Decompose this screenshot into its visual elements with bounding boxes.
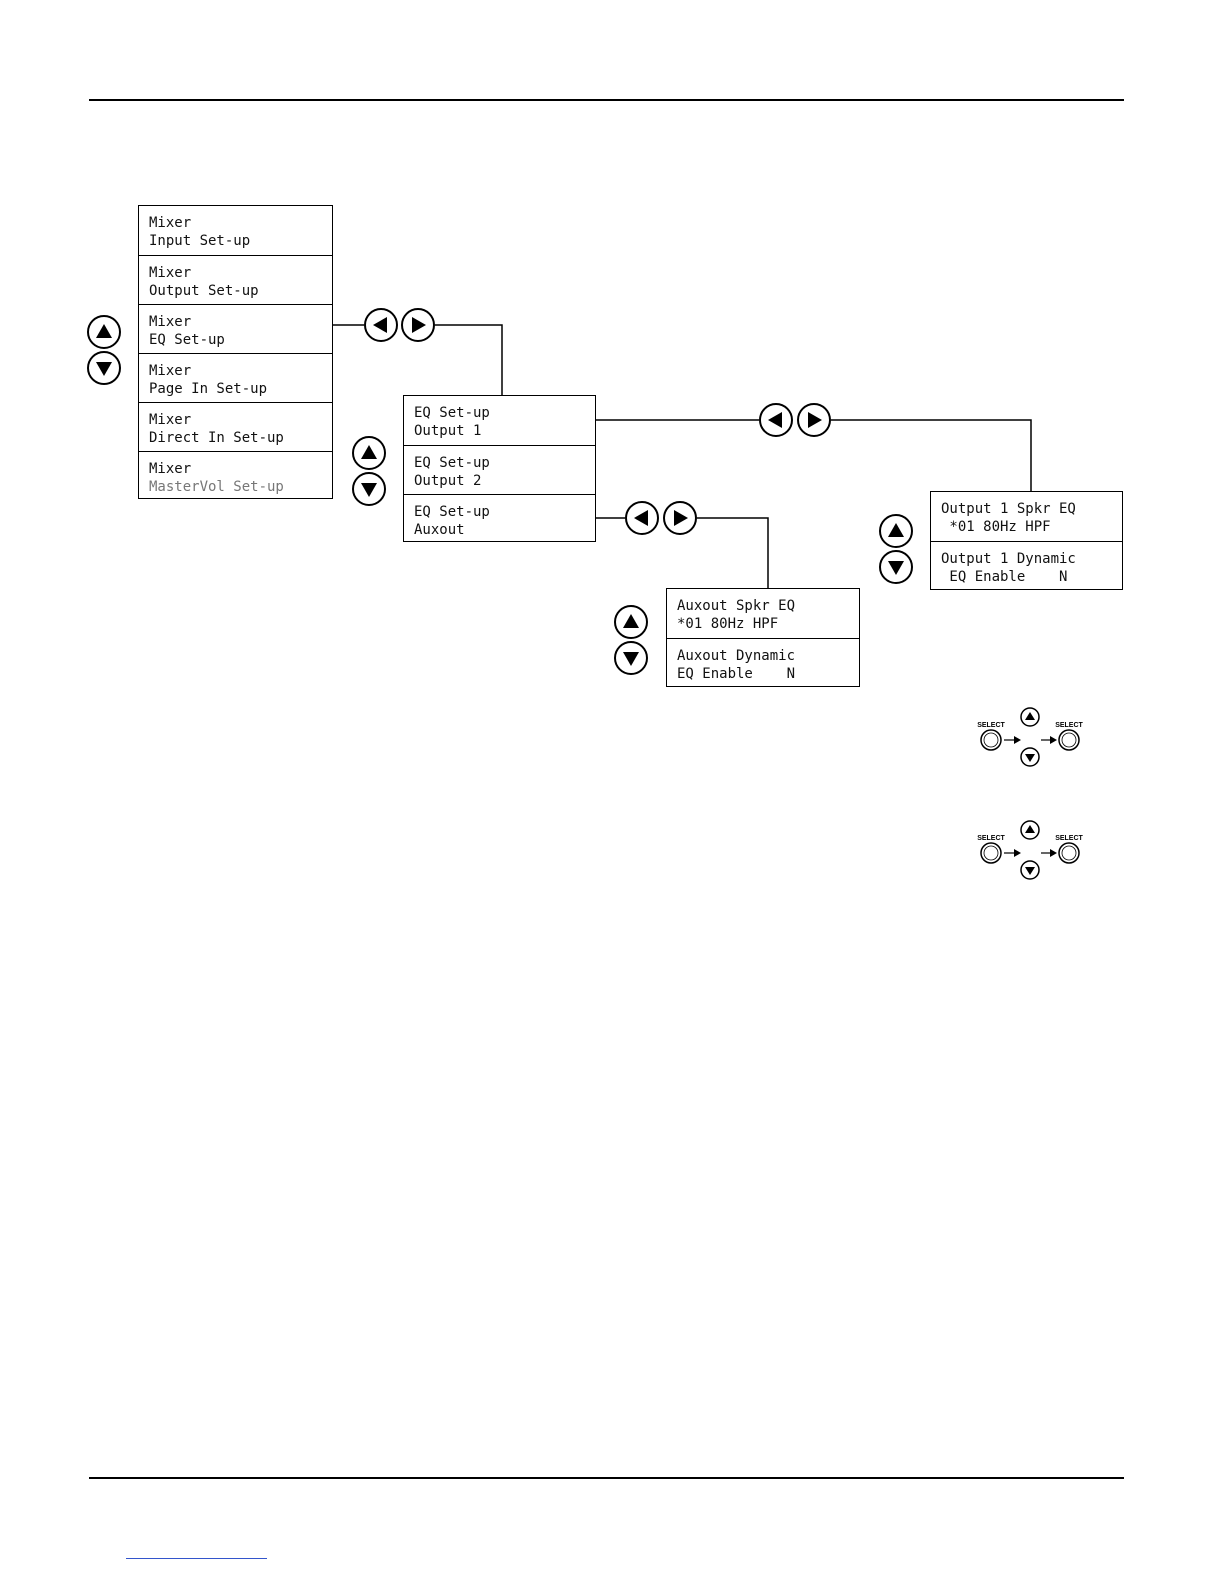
menu-line-1: EQ Set-up — [414, 455, 490, 471]
auxout-item-dynamic[interactable]: Auxout Dynamic EQ Enable N — [667, 638, 859, 687]
right-arrow-button-icon[interactable] — [663, 501, 697, 535]
footer-link-underline[interactable] — [126, 1558, 267, 1559]
up-arrow-button-icon[interactable] — [352, 436, 386, 470]
menu-line-2: Input Set-up — [149, 233, 251, 249]
menu-line-1: Auxout Spkr EQ — [677, 598, 796, 614]
auxout-item-spkr-eq[interactable]: Auxout Spkr EQ *01 80Hz HPF — [667, 589, 859, 638]
down-arrow-button-icon[interactable] — [879, 550, 913, 584]
menu-line-2: EQ Set-up — [149, 332, 225, 348]
select-button-icon[interactable] — [980, 842, 1002, 864]
menu-line-2: EQ Enable N — [677, 666, 796, 682]
menu-line-1: Mixer — [149, 461, 192, 477]
down-arrow-button-icon[interactable] — [1020, 747, 1040, 767]
select-button-icon[interactable] — [1058, 842, 1080, 864]
up-arrow-button-icon[interactable] — [879, 514, 913, 548]
menu-line-2: Output 2 — [414, 473, 482, 489]
mixer-item-eq-setup[interactable]: Mixer EQ Set-up — [139, 304, 332, 353]
left-arrow-button-icon[interactable] — [364, 308, 398, 342]
menu-line-1: Output 1 Spkr EQ — [941, 501, 1076, 517]
menu-line-2: Output Set-up — [149, 283, 259, 299]
output1-eq-menu: Output 1 Spkr EQ *01 80Hz HPF Output 1 D… — [930, 491, 1123, 590]
connector-mixer-to-eq-2 — [435, 324, 503, 395]
menu-line-2: MasterVol Set-up — [149, 479, 284, 495]
menu-line-2: Output 1 — [414, 423, 482, 439]
down-arrow-button-icon[interactable] — [614, 641, 648, 675]
auxout-eq-menu: Auxout Spkr EQ *01 80Hz HPF Auxout Dynam… — [666, 588, 860, 687]
menu-line-2: EQ Enable N — [941, 569, 1068, 585]
header-rule — [89, 99, 1124, 101]
connector-eq-to-output1-2 — [831, 419, 1032, 491]
output1-item-spkr-eq[interactable]: Output 1 Spkr EQ *01 80Hz HPF — [931, 492, 1122, 541]
menu-line-1: Auxout Dynamic — [677, 648, 796, 664]
mixer-item-input-setup[interactable]: Mixer Input Set-up — [139, 206, 332, 255]
select-legend-2: SELECT SELECT — [977, 820, 1084, 880]
mixer-menu: Mixer Input Set-up Mixer Output Set-up M… — [138, 205, 333, 499]
eq-item-auxout[interactable]: EQ Set-up Auxout — [404, 494, 595, 543]
down-arrow-button-icon[interactable] — [1020, 860, 1040, 880]
mixer-item-page-in-setup[interactable]: Mixer Page In Set-up — [139, 353, 332, 402]
footer-rule — [89, 1477, 1124, 1479]
menu-line-1: Mixer — [149, 215, 192, 231]
arrow-right-icon — [1050, 849, 1057, 857]
menu-line-1: Mixer — [149, 412, 192, 428]
select-button-icon[interactable] — [1058, 729, 1080, 751]
up-arrow-button-icon[interactable] — [87, 315, 121, 349]
up-arrow-button-icon[interactable] — [1020, 707, 1040, 727]
menu-line-1: Mixer — [149, 314, 192, 330]
right-arrow-button-icon[interactable] — [797, 403, 831, 437]
eq-setup-menu: EQ Set-up Output 1 EQ Set-up Output 2 EQ… — [403, 395, 596, 542]
left-arrow-button-icon[interactable] — [625, 501, 659, 535]
connector-lines — [333, 324, 1032, 588]
right-arrow-button-icon[interactable] — [401, 308, 435, 342]
down-arrow-button-icon[interactable] — [352, 472, 386, 506]
connector-eq-to-auxout-2 — [697, 517, 769, 588]
select-label-right: SELECT — [1055, 835, 1083, 842]
select-button-icon[interactable] — [980, 729, 1002, 751]
mixer-item-mastervol-setup[interactable]: Mixer MasterVol Set-up — [139, 451, 332, 500]
eq-item-output-1[interactable]: EQ Set-up Output 1 — [404, 396, 595, 445]
select-label-left: SELECT — [977, 835, 1005, 842]
left-arrow-button-icon[interactable] — [759, 403, 793, 437]
menu-line-1: Mixer — [149, 363, 192, 379]
down-arrow-button-icon[interactable] — [87, 351, 121, 385]
menu-line-1: EQ Set-up — [414, 405, 490, 421]
eq-item-output-2[interactable]: EQ Set-up Output 2 — [404, 445, 595, 494]
menu-line-2: Auxout — [414, 522, 465, 538]
mixer-item-output-setup[interactable]: Mixer Output Set-up — [139, 255, 332, 304]
output1-item-dynamic[interactable]: Output 1 Dynamic EQ Enable N — [931, 541, 1122, 590]
up-arrow-button-icon[interactable] — [614, 605, 648, 639]
menu-line-1: Mixer — [149, 265, 192, 281]
menu-line-2: *01 80Hz HPF — [677, 616, 779, 632]
menu-line-2: Page In Set-up — [149, 381, 268, 397]
menu-line-1: EQ Set-up — [414, 504, 490, 520]
menu-line-2: *01 80Hz HPF — [941, 519, 1051, 535]
menu-line-1: Output 1 Dynamic — [941, 551, 1076, 567]
arrow-right-icon — [1014, 849, 1021, 857]
arrow-right-icon — [1014, 736, 1021, 744]
up-arrow-button-icon[interactable] — [1020, 820, 1040, 840]
select-label-right: SELECT — [1055, 722, 1083, 729]
mixer-item-direct-in-setup[interactable]: Mixer Direct In Set-up — [139, 402, 332, 451]
arrow-right-icon — [1050, 736, 1057, 744]
select-label-left: SELECT — [977, 722, 1005, 729]
select-legend-1: SELECT SELECT — [977, 707, 1084, 767]
menu-line-2: Direct In Set-up — [149, 430, 284, 446]
